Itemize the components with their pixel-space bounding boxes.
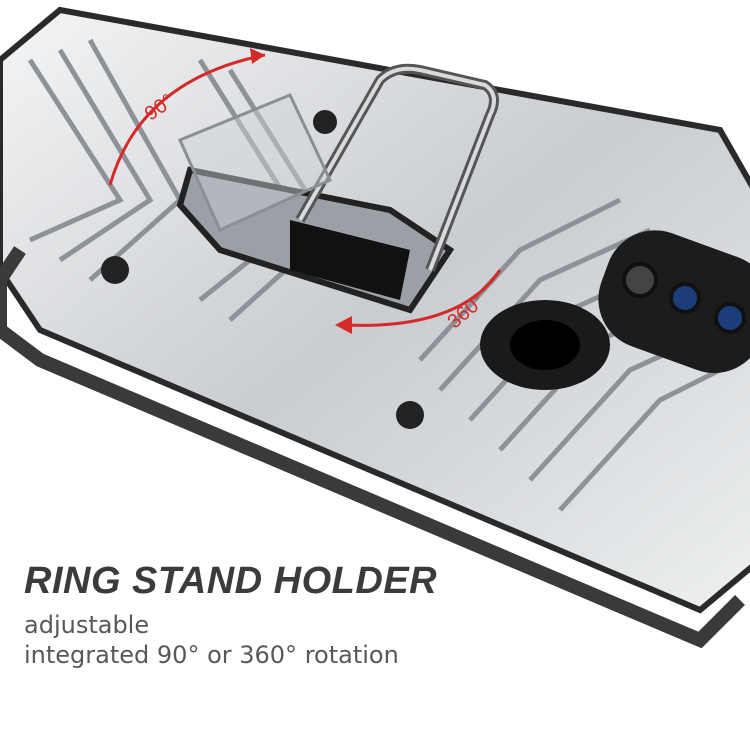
feature-line-adjustable: adjustable bbox=[24, 611, 150, 639]
screw-icon bbox=[313, 110, 337, 134]
camera-module bbox=[598, 230, 750, 374]
screw-icon bbox=[101, 256, 129, 284]
phone-case: 90° 360° bbox=[0, 6, 750, 649]
ring-holder bbox=[176, 63, 499, 314]
feature-line-rotation: integrated 90° or 360° rotation bbox=[24, 641, 399, 669]
screw-icon bbox=[396, 401, 424, 429]
product-heading: RING STAND HOLDER bbox=[24, 560, 438, 602]
